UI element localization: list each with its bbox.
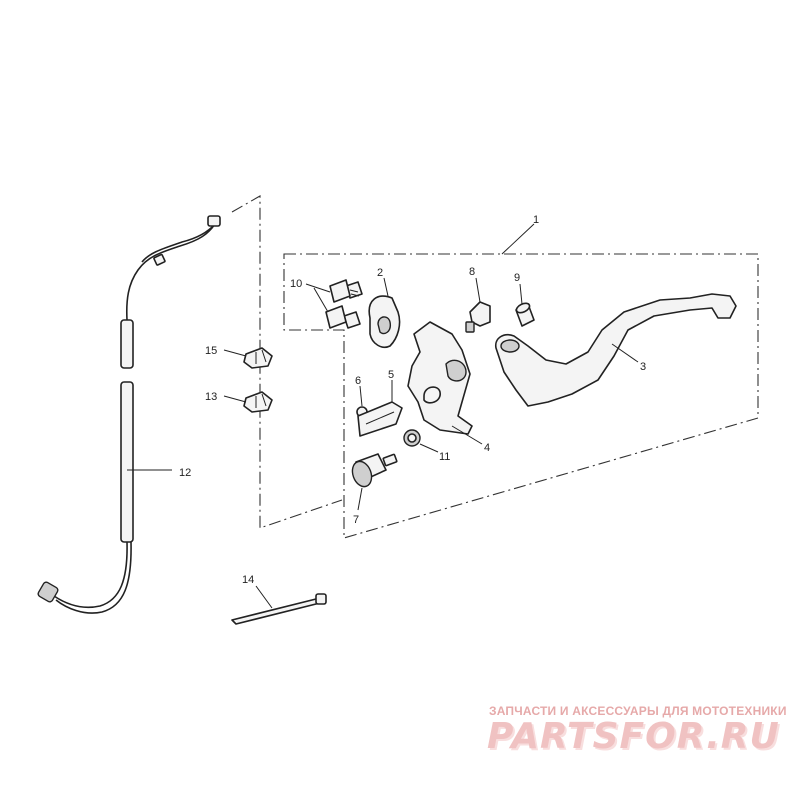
adjuster-nut xyxy=(403,429,439,453)
lever-perch xyxy=(407,321,483,445)
callout-8: 8 xyxy=(469,266,475,278)
callout-5: 5 xyxy=(388,369,394,381)
callout-14: 14 xyxy=(242,574,254,586)
callout-7: 7 xyxy=(353,514,359,526)
watermark-tagline: ЗАПЧАСТИ И АКСЕССУАРЫ ДЛЯ МОТОТЕХНИКИ xyxy=(489,704,787,718)
callout-4: 4 xyxy=(484,442,490,454)
pivot-bolt xyxy=(465,277,491,333)
lever-clamp xyxy=(368,277,401,349)
cable-sleeve-lower xyxy=(120,381,134,543)
cable-clip-15 xyxy=(223,347,273,369)
assembly-boundary xyxy=(283,253,759,539)
callout-9: 9 xyxy=(514,272,520,284)
cable-end-fitting-top xyxy=(207,215,221,227)
clutch-cable xyxy=(37,215,221,614)
cable-adjuster-nut xyxy=(37,581,59,603)
clutch-lever xyxy=(494,293,737,407)
cable-tie xyxy=(231,585,327,625)
callout-2: 2 xyxy=(377,267,383,279)
callout-10: 10 xyxy=(290,278,302,290)
cable-clip-13 xyxy=(223,391,273,413)
callout-6: 6 xyxy=(355,375,361,387)
callout-1: 1 xyxy=(533,214,539,226)
cable-sleeve-upper xyxy=(120,319,134,369)
clamp-bolts xyxy=(305,279,363,329)
cable-retainer xyxy=(357,380,403,437)
callout-12: 12 xyxy=(179,467,191,479)
watermark-logo: PARTSFOR.RU xyxy=(487,716,780,757)
knurled-adjuster xyxy=(351,453,398,511)
callout-15: 15 xyxy=(205,345,217,357)
pivot-bushing xyxy=(515,283,535,327)
callout-13: 13 xyxy=(205,391,217,403)
callout-3: 3 xyxy=(640,361,646,373)
cable-ferrule xyxy=(153,253,166,266)
callout-11: 11 xyxy=(439,451,450,463)
